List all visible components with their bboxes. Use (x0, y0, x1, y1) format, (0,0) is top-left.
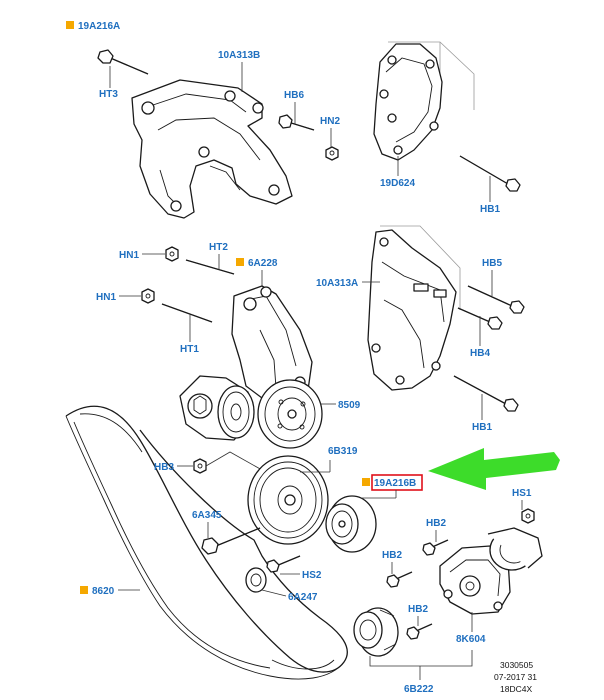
tensioner-assembly (179, 375, 255, 441)
label-6a247[interactable]: 6A247 (288, 592, 318, 603)
crank-pulley-6b319 (247, 455, 329, 545)
ring-6a247 (245, 567, 267, 593)
label-19A216A[interactable]: 19A216A (78, 21, 120, 32)
stud-ht2 (185, 259, 235, 275)
label-6b222[interactable]: 6B222 (404, 684, 434, 695)
label-hs1[interactable]: HS1 (512, 488, 532, 499)
bracket-19d624 (373, 41, 475, 161)
label-10a313a[interactable]: 10A313A (316, 278, 358, 289)
screw-hs1 (521, 508, 535, 524)
label-hb5[interactable]: HB5 (482, 258, 502, 269)
label-6b319[interactable]: 6B319 (328, 446, 358, 457)
bolt-hb6 (278, 114, 315, 131)
marker-19a216b (362, 478, 370, 486)
nut-hn1-lower (141, 288, 155, 304)
bolt-ht3 (97, 49, 149, 75)
label-19d624[interactable]: 19D624 (380, 178, 415, 189)
label-8k604[interactable]: 8K604 (456, 634, 486, 645)
reference-model: 18DC4X (500, 684, 532, 694)
label-ht2[interactable]: HT2 (209, 242, 228, 253)
label-6a228[interactable]: 6A228 (248, 258, 278, 269)
label-hs2[interactable]: HS2 (302, 570, 322, 581)
bolt-hb2-c (406, 623, 433, 640)
bolt-hb5 (467, 285, 525, 314)
bracket-10a313b (131, 79, 293, 219)
pulley-6b222 (353, 607, 399, 657)
nut-hn2 (325, 146, 339, 161)
label-ht3[interactable]: HT3 (99, 89, 118, 100)
reference-date: 07-2017 31 (494, 672, 537, 682)
idler-pulley-19a216b (325, 495, 377, 553)
label-hb2-b[interactable]: HB2 (382, 550, 402, 561)
bolt-hb2-a (422, 539, 449, 556)
pulley-8509 (257, 379, 323, 449)
bolt-hb4 (457, 307, 503, 330)
label-10a313b[interactable]: 10A313B (218, 50, 260, 61)
housing-8k604 (439, 527, 543, 615)
stud-ht1 (161, 303, 213, 323)
bolt-hb1-top (459, 155, 521, 192)
label-hb6[interactable]: HB6 (284, 90, 304, 101)
label-hb4[interactable]: HB4 (470, 348, 490, 359)
label-8509[interactable]: 8509 (338, 400, 361, 411)
label-hb3[interactable]: HB3 (154, 462, 174, 473)
label-ht1[interactable]: HT1 (180, 344, 199, 355)
bolt-hb3 (193, 458, 207, 474)
bolt-hb2-b (386, 571, 413, 588)
label-hn1-lower[interactable]: HN1 (96, 292, 116, 303)
label-hb1-top[interactable]: HB1 (480, 204, 500, 215)
top-bracket-group: 19A216A HT3 10A313B (66, 21, 521, 219)
highlight-box-19a216b (371, 474, 423, 491)
label-19a216b[interactable]: 19A216B (374, 478, 416, 489)
tensioner-bracket-group: HN1 HT2 6A228 HN1 HT1 (96, 225, 525, 449)
label-hn2[interactable]: HN2 (320, 116, 340, 127)
marker-19A216A (66, 21, 74, 29)
marker-8620 (80, 586, 88, 594)
label-hb2-c[interactable]: HB2 (408, 604, 428, 615)
reference-code: 3030505 (500, 660, 533, 670)
tensioner-bracket-6a228 (231, 285, 313, 401)
crank-pulley-group: 8620 HB3 6B319 19A216B (65, 405, 560, 695)
bolt-6a345 (201, 527, 261, 555)
label-8620[interactable]: 8620 (92, 586, 115, 597)
label-hb1-lower[interactable]: HB1 (472, 422, 492, 433)
label-hn1-upper[interactable]: HN1 (119, 250, 139, 261)
highlight-arrow (428, 448, 560, 490)
label-6a345[interactable]: 6A345 (192, 510, 222, 521)
label-hb2-a[interactable]: HB2 (426, 518, 446, 529)
screw-hs2 (266, 555, 301, 573)
marker-6a228 (236, 258, 244, 266)
bracket-10a313a (367, 225, 461, 391)
nut-hn1-upper (165, 246, 179, 262)
bolt-hb1-lower (453, 375, 519, 412)
